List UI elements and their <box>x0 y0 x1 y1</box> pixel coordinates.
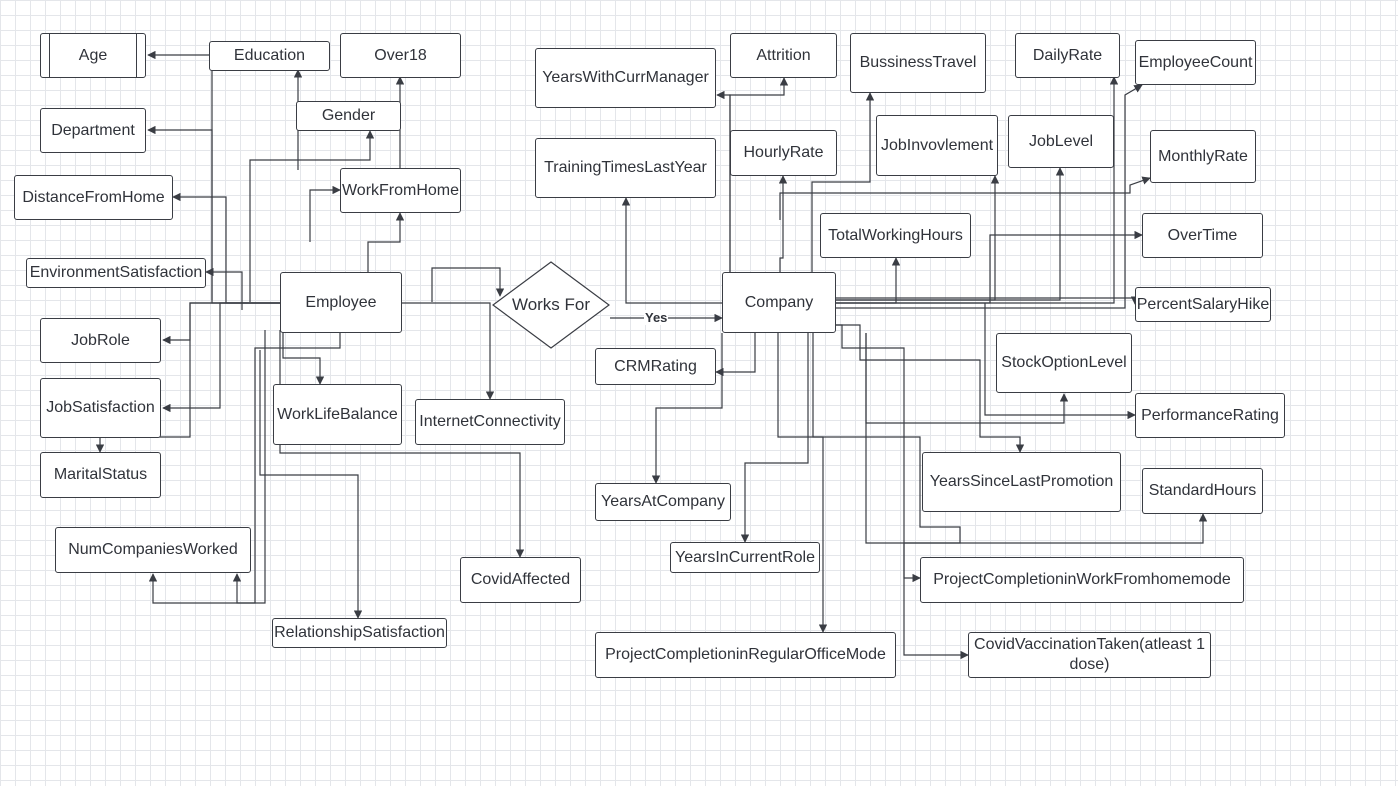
attr-crm-rating: CRMRating <box>595 348 716 385</box>
relationship-label: Works For <box>511 295 591 314</box>
connector-yearsatcompany <box>651 333 723 484</box>
connector-environment <box>205 267 243 310</box>
connector-covidvaccination <box>777 333 969 660</box>
attr-project-completion-wfh: ProjectCompletioninWorkFromhomemode <box>920 557 1244 603</box>
attr-hourly-rate: HourlyRate <box>730 130 837 176</box>
attr-job-level: JobLevel <box>1008 115 1114 168</box>
attr-covid-affected: CovidAffected <box>460 557 581 603</box>
attr-percent-salary-hike: PercentSalaryHike <box>1135 287 1271 322</box>
connector-attrition <box>729 77 789 272</box>
attr-employee-count: EmployeeCount <box>1135 40 1256 85</box>
attr-gender: Gender <box>296 101 401 131</box>
connector-worklifebalance <box>282 330 325 385</box>
connector-internet <box>402 302 495 400</box>
connector-yearsincurrentrole <box>740 333 809 543</box>
connector-crmrating <box>715 333 756 377</box>
attr-job-invovlement: JobInvovlement <box>876 115 998 176</box>
diamond-shape <box>492 261 610 349</box>
connector-workfromhome <box>309 185 341 242</box>
attr-daily-rate: DailyRate <box>1015 33 1120 78</box>
attr-department: Department <box>40 108 146 153</box>
attr-distance-from-home: DistanceFromHome <box>14 175 173 220</box>
attr-num-companies-worked: NumCompaniesWorked <box>55 527 251 573</box>
attr-project-completion-office: ProjectCompletioninRegularOfficeMode <box>595 632 896 678</box>
connector-projectoffice <box>812 333 828 633</box>
attr-job-role: JobRole <box>40 318 161 363</box>
connector-yearssincepromo <box>836 324 1025 453</box>
attr-over18: Over18 <box>340 33 461 78</box>
connector-projectwfh <box>836 324 921 583</box>
connector-bussinesstravel <box>811 92 875 272</box>
connector-numcompanies-a <box>148 330 266 604</box>
attr-bussiness-travel: BussinessTravel <box>850 33 986 93</box>
connector-relationship <box>259 350 363 619</box>
attr-over-time: OverTime <box>1142 213 1263 258</box>
connector-dailyrate <box>836 76 1119 304</box>
attr-covid-vaccination-taken: CovidVaccinationTaken(atleast 1 dose) <box>968 632 1211 678</box>
attr-work-life-balance: WorkLifeBalance <box>273 384 402 445</box>
entity-company: Company <box>722 272 836 333</box>
connector-maritalstatus <box>95 302 280 453</box>
attr-standard-hours: StandardHours <box>1142 468 1263 514</box>
attr-work-from-home: WorkFromHome <box>340 168 461 213</box>
attr-stock-option-level: StockOptionLevel <box>996 333 1132 393</box>
connector-training <box>621 197 722 304</box>
attr-total-working-hours: TotalWorkingHours <box>820 213 971 258</box>
connector-jobsatisfaction <box>162 302 280 413</box>
entity-employee: Employee <box>280 272 402 333</box>
connector-standardhours <box>865 333 1208 544</box>
connector-totalworkinghours <box>836 257 901 304</box>
connector-works-for <box>431 267 505 302</box>
connector-monthlyrate <box>779 176 1151 220</box>
connector-employeecount <box>836 84 1143 309</box>
attr-performance-rating: PerformanceRating <box>1135 393 1285 438</box>
attr-training-times-last-year: TrainingTimesLastYear <box>535 138 716 198</box>
connector-yearswithcurrmanager <box>716 90 731 272</box>
connector-workfromhome-2 <box>367 212 405 272</box>
attr-environment-satisfaction: EnvironmentSatisfaction <box>26 258 206 288</box>
attr-age: Age <box>40 33 146 78</box>
connector-joblevel <box>836 167 1065 301</box>
attr-monthly-rate: MonthlyRate <box>1150 130 1256 183</box>
attr-relationship-satisfaction: RelationshipSatisfaction <box>272 618 447 648</box>
connector-gender <box>249 130 375 302</box>
relationship-works-for: Works For <box>492 261 610 349</box>
attr-years-in-current-role: YearsInCurrentRole <box>670 542 820 573</box>
attr-years-with-curr-manager: YearsWithCurrManager <box>535 48 716 108</box>
connector-performance <box>984 303 1136 420</box>
attr-internet-connectivity: InternetConnectivity <box>415 399 565 445</box>
attr-years-since-last-promotion: YearsSinceLastPromotion <box>922 452 1121 512</box>
attr-marital-status: MaritalStatus <box>40 452 161 498</box>
connector-overtime <box>836 230 1143 304</box>
attr-job-satisfaction: JobSatisfaction <box>40 378 161 438</box>
connector-jobrole <box>162 302 280 345</box>
attr-attrition: Attrition <box>730 33 837 78</box>
connector-numcompanies-b <box>232 330 341 604</box>
attr-education: Education <box>209 41 330 71</box>
attr-years-at-company: YearsAtCompany <box>595 483 731 521</box>
edge-label-yes: Yes <box>644 310 669 325</box>
